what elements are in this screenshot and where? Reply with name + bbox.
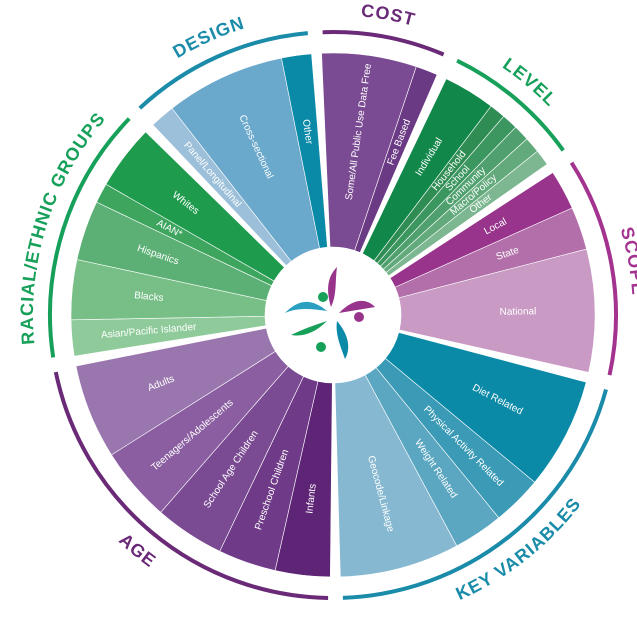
category-arc-racial_ethnic_groups bbox=[48, 117, 131, 358]
category-label-scope: SCOPE bbox=[617, 225, 637, 296]
category-arc-level bbox=[456, 58, 565, 152]
category-arc-scope bbox=[569, 161, 618, 376]
category-arc-design bbox=[138, 31, 309, 110]
star-figure-logo-icon bbox=[285, 267, 375, 359]
category-arc-cost bbox=[322, 30, 445, 57]
segment-label-blacks: Blacks bbox=[134, 290, 164, 304]
category-label-level: LEVEL bbox=[499, 54, 561, 111]
center-logo bbox=[265, 247, 401, 383]
segment-label-national: National bbox=[500, 306, 537, 318]
segment-age-adults bbox=[75, 327, 276, 456]
center-circle bbox=[265, 247, 401, 383]
category-arc-age bbox=[53, 371, 329, 600]
category-label-cost: COST bbox=[360, 0, 418, 30]
category-arc-key_variables bbox=[342, 388, 608, 600]
category-label-design: DESIGN bbox=[169, 13, 247, 62]
segment-label-infants: Infants bbox=[304, 483, 318, 514]
segments-layer bbox=[70, 52, 596, 578]
category-arcs-layer bbox=[48, 30, 618, 600]
segment-label-other: Other bbox=[300, 119, 314, 146]
